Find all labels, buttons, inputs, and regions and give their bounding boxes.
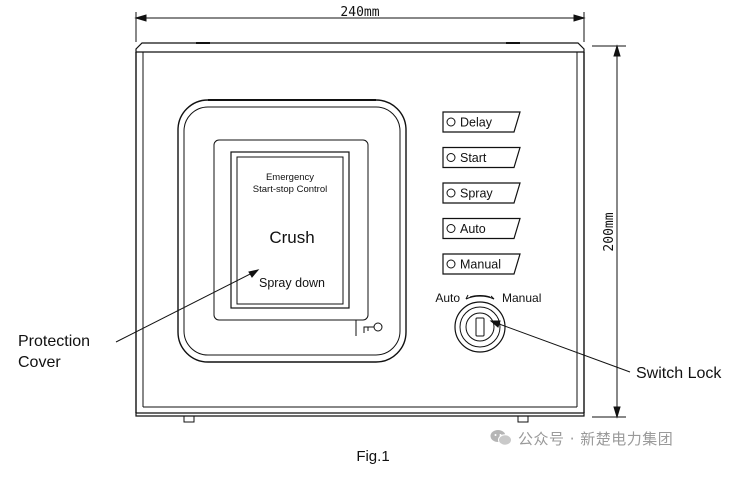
indicator-plate [442, 217, 521, 240]
window-title-line2: Start-stop Control [253, 184, 327, 195]
enclosure-body [135, 42, 585, 423]
switch-lock-callout: Switch Lock [636, 365, 722, 382]
indicator-lamp-icon [446, 153, 456, 162]
indicator-spray: Spray [442, 182, 521, 204]
width-label: 240mm [340, 5, 379, 20]
protection-callout-line2: Cover [18, 354, 61, 371]
indicator-delay: Delay [442, 111, 521, 133]
figure-caption: Fig.1 [356, 448, 389, 465]
indicator-lamp-icon [446, 224, 456, 233]
crush-label: Crush [269, 228, 314, 247]
indicator-lamp-icon [446, 259, 456, 269]
indicator-plate [442, 146, 521, 169]
indicator-label: Delay [460, 116, 493, 130]
switch-lock [454, 294, 506, 353]
switch-manual-label: Manual [502, 291, 541, 305]
switch-lock-leader [489, 320, 631, 373]
height-label: 200mm [602, 212, 617, 251]
indicator-label: Spray [460, 187, 493, 201]
indicator-plate [442, 182, 521, 204]
spray-down-label: Spray down [259, 276, 325, 290]
indicator-label: Start [460, 151, 487, 165]
protection-cover [177, 99, 407, 363]
protection-callout-line1: Protection [18, 333, 90, 350]
wechat-icon [490, 430, 512, 446]
indicator-manual: Manual [442, 253, 521, 275]
switch-auto-label: Auto [435, 291, 460, 305]
watermark-text: 公众号 · 新楚电力集团 [518, 429, 674, 448]
indicator-start: Start [442, 146, 521, 169]
indicator-plate [442, 111, 521, 133]
indicator-lamp-icon [446, 117, 456, 127]
height-dimension [592, 44, 626, 419]
indicator-auto: Auto [442, 217, 521, 240]
protection-cover-leader [115, 269, 260, 343]
indicator-label: Manual [460, 258, 501, 272]
watermark: 公众号 · 新楚电力集团 [490, 426, 673, 450]
key-symbol-icon [355, 319, 383, 336]
width-dimension [134, 12, 586, 42]
window-title-line1: Emergency [266, 172, 314, 183]
indicator-lamp-icon [446, 188, 456, 198]
indicator-label: Auto [460, 222, 486, 236]
indicator-plate [442, 253, 521, 275]
